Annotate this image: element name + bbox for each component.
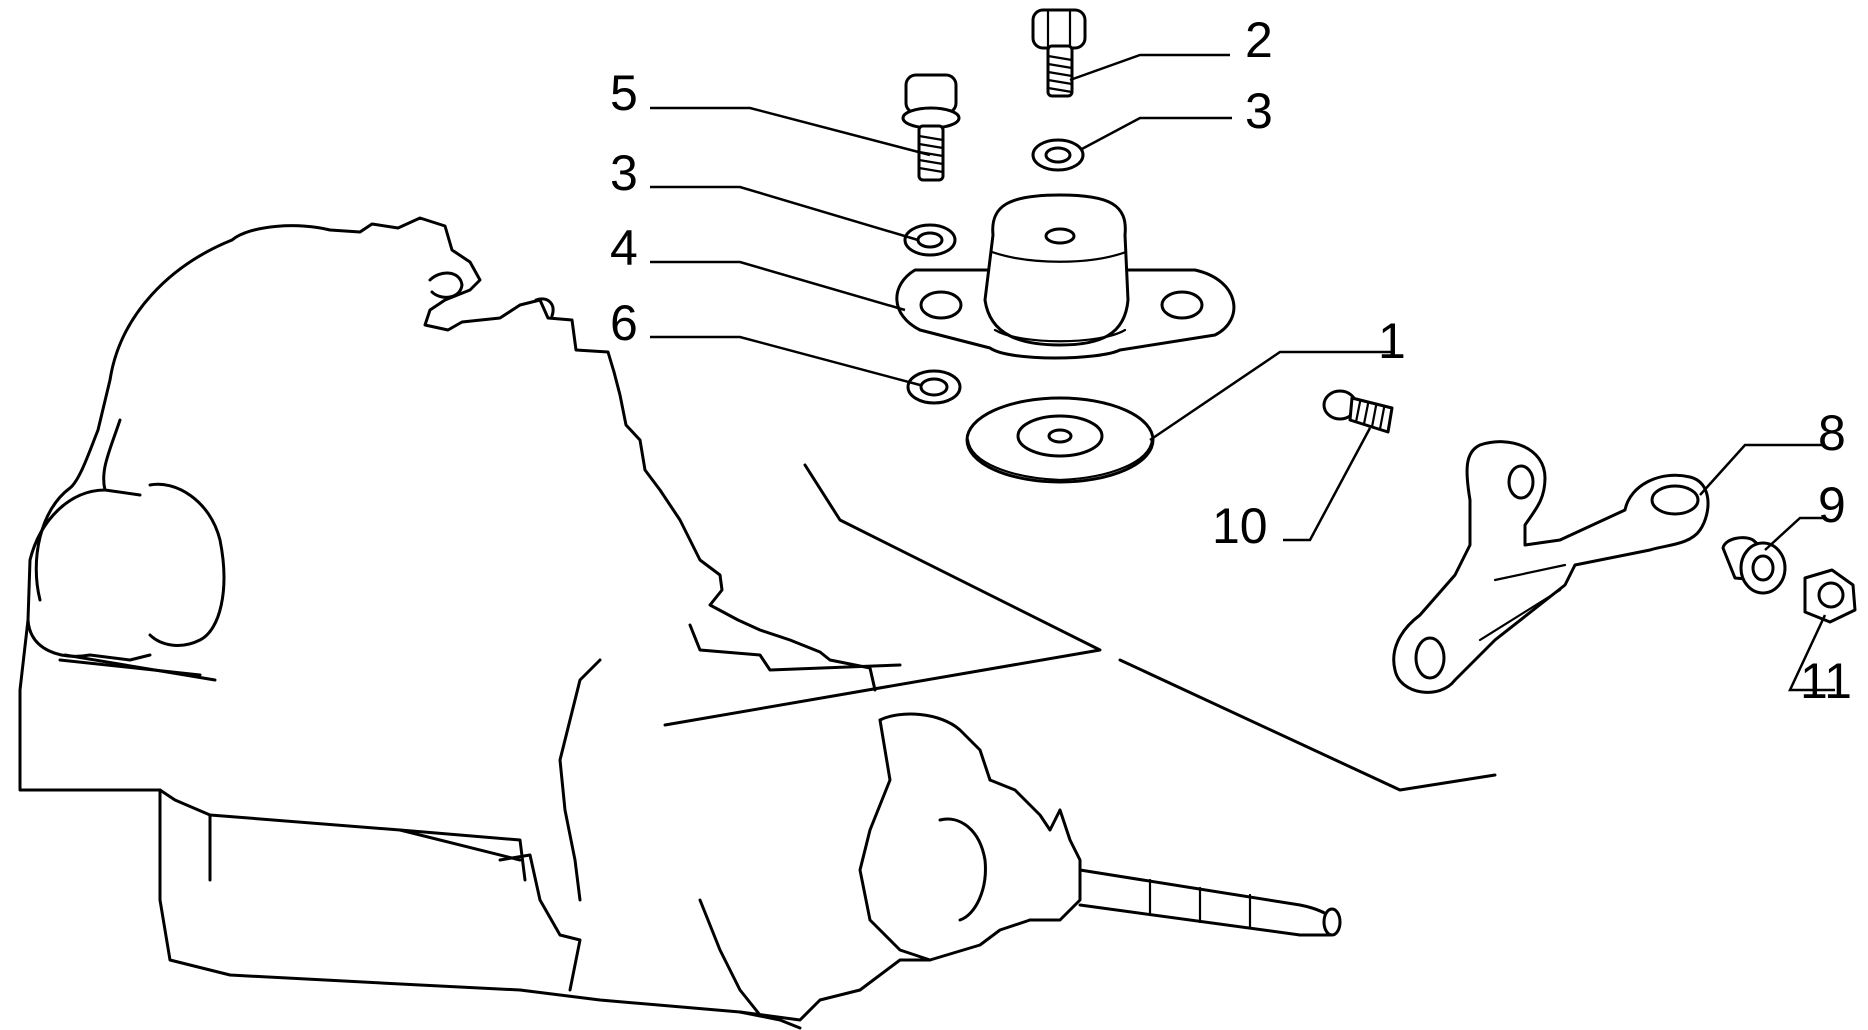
callout-6: 6	[610, 295, 638, 351]
callout-9: 9	[1818, 477, 1846, 533]
mount-disc-1-icon	[965, 396, 1155, 484]
bolt-2-icon	[1031, 8, 1087, 98]
bolt-10-icon	[1322, 389, 1394, 434]
callout-10: 10	[1212, 498, 1268, 554]
output-shaft	[1078, 868, 1342, 937]
leader-lines	[650, 53, 1835, 692]
lock-washer-3-lower-icon	[903, 223, 957, 257]
engine-mount-4-icon	[895, 193, 1236, 360]
callout-4: 4	[610, 220, 638, 276]
callout-5: 5	[610, 65, 638, 121]
callout-1: 1	[1378, 313, 1406, 369]
callout-11: 11	[1800, 653, 1852, 709]
callout-8: 8	[1818, 405, 1846, 461]
washer-6-icon	[906, 369, 962, 405]
bracket-8-icon	[1392, 440, 1710, 694]
bushing-9-icon	[1721, 536, 1787, 595]
lock-washer-3-upper-icon	[1031, 138, 1085, 172]
callout-3-upper: 3	[1245, 83, 1273, 139]
bolt-5-icon	[901, 73, 961, 182]
callout-3-lower: 3	[610, 145, 638, 201]
housing-edge-line	[63, 653, 217, 682]
gearbox-housing-outline	[18, 216, 1082, 1030]
mount-location-line	[663, 463, 1102, 727]
nut-11-icon	[1803, 568, 1857, 624]
bracket-location-line	[1118, 658, 1497, 792]
callout-2: 2	[1245, 12, 1273, 68]
